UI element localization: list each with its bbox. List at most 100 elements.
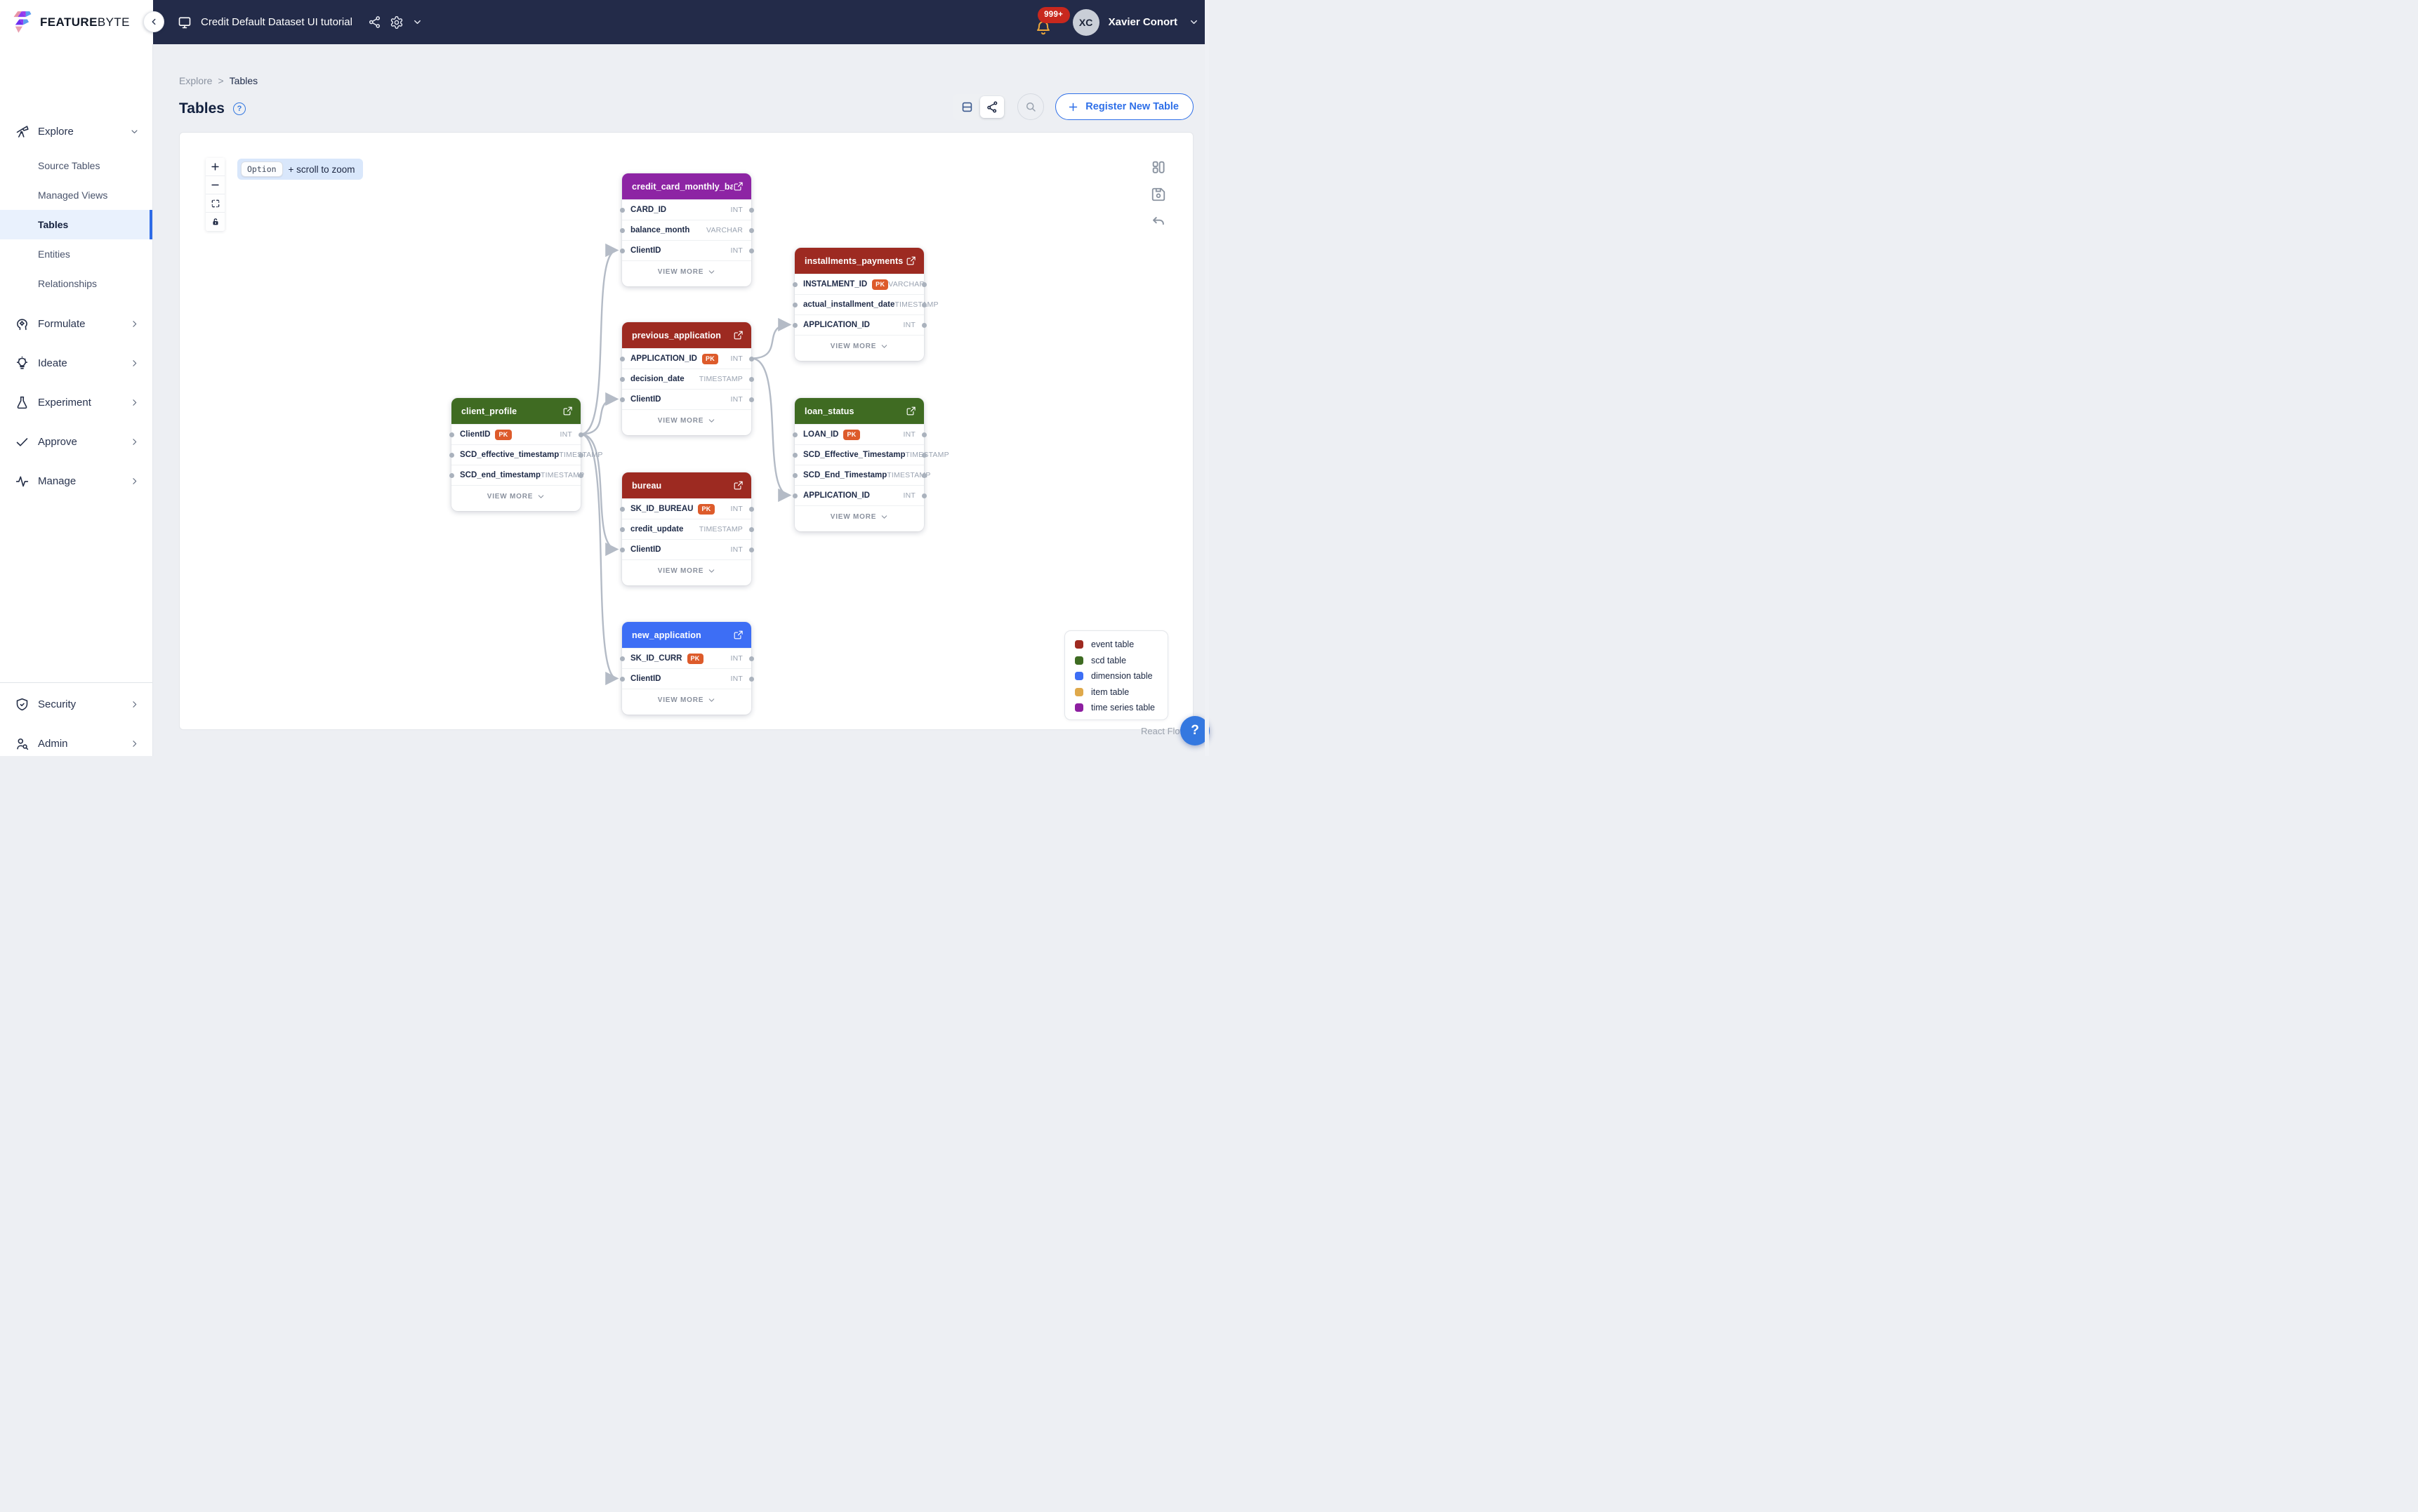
view-more-button[interactable]: VIEW MORE [622, 689, 751, 711]
left-handle[interactable] [620, 507, 625, 512]
sidebar-item-experiment[interactable]: Experiment [0, 383, 152, 422]
open-table-button[interactable] [562, 406, 573, 416]
view-more-button[interactable]: VIEW MORE [622, 260, 751, 283]
avatar[interactable]: XC [1073, 9, 1099, 36]
left-handle[interactable] [793, 473, 798, 478]
left-handle[interactable] [620, 377, 625, 382]
left-handle[interactable] [793, 453, 798, 458]
undo-button[interactable] [1151, 214, 1166, 230]
sidebar-item-security[interactable]: Security [0, 684, 152, 724]
table-node-new_application[interactable]: new_applicationSK_ID_CURRPKINTClientIDIN… [622, 622, 751, 715]
open-table-button[interactable] [733, 330, 744, 340]
view-more-button[interactable]: VIEW MORE [795, 505, 924, 528]
right-handle[interactable] [579, 453, 583, 458]
sidebar-item-formulate[interactable]: Formulate [0, 304, 152, 343]
sidebar-item-managed-views[interactable]: Managed Views [0, 180, 152, 210]
view-more-button[interactable]: VIEW MORE [622, 409, 751, 432]
user-menu-button[interactable] [1189, 17, 1199, 27]
left-handle[interactable] [620, 248, 625, 253]
left-handle[interactable] [449, 473, 454, 478]
right-handle[interactable] [749, 548, 754, 552]
view-more-button[interactable]: VIEW MORE [451, 485, 581, 508]
sidebar-item-ideate[interactable]: Ideate [0, 343, 152, 383]
chevron-down-icon [708, 696, 715, 704]
sidebar-item-approve[interactable]: Approve [0, 422, 152, 461]
register-new-table-button[interactable]: Register New Table [1055, 93, 1194, 120]
zoom-out-button[interactable] [206, 176, 225, 194]
fit-view-button[interactable] [206, 194, 225, 213]
left-handle[interactable] [793, 432, 798, 437]
open-table-button[interactable] [906, 406, 916, 416]
table-node-credit_card_monthly_balance[interactable]: credit_card_monthly_balanceCARD_IDINTbal… [622, 173, 751, 286]
left-handle[interactable] [620, 357, 625, 362]
right-handle[interactable] [749, 397, 754, 402]
left-handle[interactable] [620, 656, 625, 661]
left-handle[interactable] [793, 303, 798, 307]
sidebar-item-relationships[interactable]: Relationships [0, 269, 152, 298]
graph-view-toggle[interactable] [980, 96, 1004, 118]
right-handle[interactable] [749, 656, 754, 661]
sidebar-item-admin[interactable]: Admin [0, 724, 152, 763]
right-handle[interactable] [749, 507, 754, 512]
breadcrumb-parent[interactable]: Explore [179, 75, 212, 86]
right-handle[interactable] [922, 323, 927, 328]
right-handle[interactable] [579, 432, 583, 437]
right-handle[interactable] [749, 208, 754, 213]
left-handle[interactable] [620, 548, 625, 552]
right-handle[interactable] [749, 357, 754, 362]
right-handle[interactable] [922, 493, 927, 498]
settings-button[interactable] [390, 15, 404, 29]
right-handle[interactable] [749, 677, 754, 682]
right-handle[interactable] [922, 453, 927, 458]
left-handle[interactable] [449, 432, 454, 437]
open-table-button[interactable] [733, 480, 744, 491]
left-handle[interactable] [620, 397, 625, 402]
notifications-button[interactable]: 999+ [1033, 8, 1057, 37]
sidebar-item-explore[interactable]: Explore [0, 119, 152, 144]
open-table-button[interactable] [733, 181, 744, 192]
table-node-loan_status[interactable]: loan_statusLOAN_IDPKINTSCD_Effective_Tim… [795, 398, 924, 531]
table-view-toggle[interactable] [955, 96, 979, 118]
table-node-header: bureau [622, 472, 751, 498]
left-handle[interactable] [793, 493, 798, 498]
table-node-previous_application[interactable]: previous_applicationAPPLICATION_IDPKINTd… [622, 322, 751, 435]
left-handle[interactable] [620, 208, 625, 213]
sidebar-item-source-tables[interactable]: Source Tables [0, 151, 152, 180]
view-more-button[interactable]: VIEW MORE [795, 335, 924, 357]
sidebar-item-manage[interactable]: Manage [0, 461, 152, 500]
right-handle[interactable] [579, 473, 583, 478]
search-button[interactable] [1017, 93, 1044, 120]
sidebar-item-tables[interactable]: Tables [0, 210, 152, 239]
lock-button[interactable] [206, 213, 225, 231]
diagram-canvas[interactable]: credit_card_monthly_balanceCARD_IDINTbal… [179, 132, 1194, 730]
left-handle[interactable] [620, 677, 625, 682]
left-handle[interactable] [449, 453, 454, 458]
left-handle[interactable] [793, 282, 798, 287]
right-handle[interactable] [749, 228, 754, 233]
right-handle[interactable] [749, 248, 754, 253]
auto-layout-button[interactable] [1151, 159, 1166, 175]
collapse-sidebar-button[interactable] [143, 11, 164, 32]
open-table-button[interactable] [733, 630, 744, 640]
page-help-icon[interactable]: ? [233, 102, 246, 115]
right-handle[interactable] [922, 282, 927, 287]
right-handle[interactable] [922, 473, 927, 478]
open-table-button[interactable] [906, 256, 916, 266]
right-handle[interactable] [749, 527, 754, 532]
table-node-bureau[interactable]: bureauSK_ID_BUREAUPKINTcredit_updateTIME… [622, 472, 751, 585]
page-scrollbar[interactable] [1205, 0, 1209, 756]
zoom-in-button[interactable] [206, 158, 225, 176]
left-handle[interactable] [620, 228, 625, 233]
view-more-button[interactable]: VIEW MORE [622, 559, 751, 582]
save-layout-button[interactable] [1151, 187, 1166, 202]
left-handle[interactable] [620, 527, 625, 532]
right-handle[interactable] [922, 432, 927, 437]
left-handle[interactable] [793, 323, 798, 328]
share-button[interactable] [368, 15, 381, 29]
right-handle[interactable] [749, 377, 754, 382]
sidebar-item-entities[interactable]: Entities [0, 239, 152, 269]
table-node-client_profile[interactable]: client_profileClientIDPKINTSCD_effective… [451, 398, 581, 511]
table-node-installments_payments[interactable]: installments_paymentsINSTALMENT_IDPKVARC… [795, 248, 924, 361]
project-menu-button[interactable] [412, 17, 423, 27]
right-handle[interactable] [922, 303, 927, 307]
